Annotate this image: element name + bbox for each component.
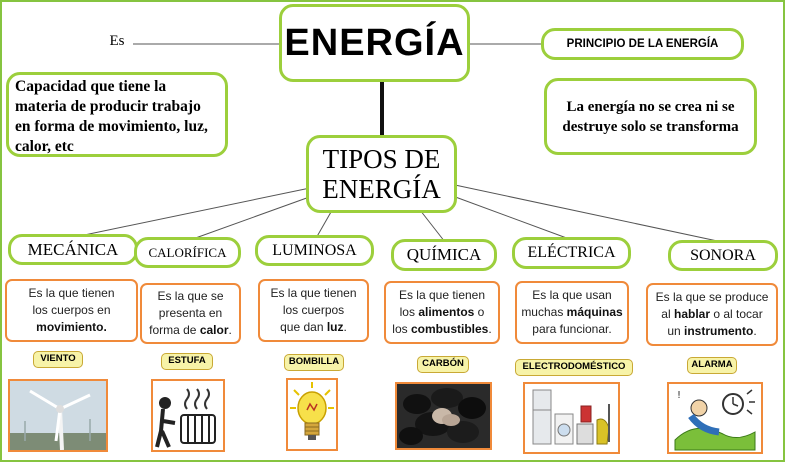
type-label-sonora: SONORA (668, 240, 778, 271)
type-desc-electrica: Es la que usan muchas máquinas para func… (515, 281, 629, 344)
type-desc-quimica: Es la que tienen los alimentos o los com… (384, 281, 500, 344)
heater-icon (151, 379, 225, 452)
diagram-frame (0, 0, 785, 462)
definition-box: Capacidad que tiene la materia de produc… (6, 72, 228, 157)
type-desc-calorifica: Es la que se presenta en forma de calor. (140, 283, 241, 344)
example-label-viento: VIENTO (33, 351, 83, 368)
example-label-carbon: CARBÓN (417, 356, 469, 373)
appliances-icon (523, 382, 620, 454)
types-title-line1: TIPOS DE (322, 144, 441, 174)
example-label-estufa: ESTUFA (161, 353, 213, 370)
wind-turbine-icon (8, 379, 108, 452)
light-bulb-icon (286, 378, 338, 451)
main-title-box: ENERGÍA (279, 4, 470, 82)
main-title: ENERGÍA (284, 21, 465, 64)
connector-label-es: Es (109, 32, 125, 49)
example-label-alarma: ALARMA (687, 357, 737, 374)
type-label-electrica: ELÉCTRICA (512, 237, 631, 269)
type-label-mecanica: MECÁNICA (8, 234, 138, 265)
type-desc-sonora: Es la que se produce al hablar o al toca… (646, 283, 778, 346)
principle-title-box: PRINCIPIO DE LA ENERGÍA (541, 28, 744, 60)
coal-icon (395, 382, 492, 450)
types-title-box: TIPOS DE ENERGÍA (306, 135, 457, 213)
principle-text-box: La energía no se crea ni se destruye sol… (544, 78, 757, 155)
type-desc-mecanica: Es la que tienen los cuerpos en movimien… (5, 279, 138, 342)
type-label-quimica: QUÍMICA (391, 239, 497, 271)
example-label-bombilla: BOMBILLA (284, 354, 344, 371)
type-desc-luminosa: Es la que tienen los cuerpos que dan luz… (258, 279, 369, 342)
principle-text: La energía no se crea ni se destruye sol… (562, 98, 739, 135)
type-label-calorifica: CALORÍFICA (134, 237, 241, 268)
type-label-luminosa: LUMINOSA (255, 235, 374, 266)
definition-text: Capacidad que tiene la materia de produc… (15, 78, 208, 155)
svg-text:!: ! (677, 390, 681, 401)
principle-title: PRINCIPIO DE LA ENERGÍA (566, 38, 719, 50)
example-label-electrodomestico: ELECTRODOMÉSTICO (515, 359, 633, 376)
alarm-clock-icon: ! (667, 382, 763, 454)
types-title-line2: ENERGÍA (322, 174, 441, 204)
